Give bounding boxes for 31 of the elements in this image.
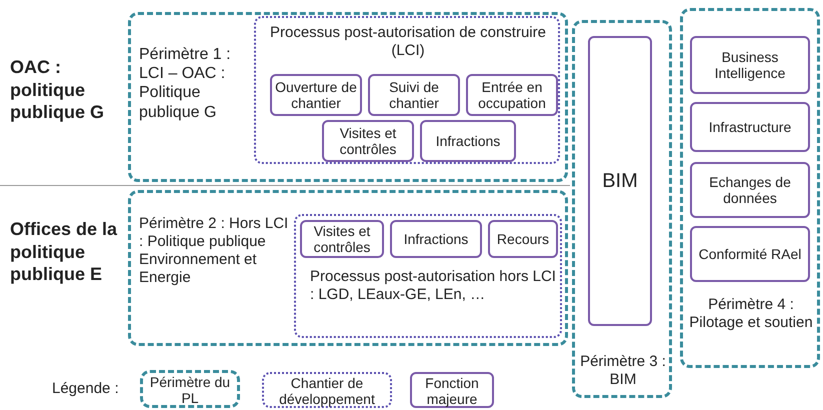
function-box: Echanges de données — [690, 162, 810, 218]
function-box: Visites et contrôles — [322, 120, 414, 162]
box-heading: Processus post-autorisation de construire (LCI) — [269, 24, 547, 60]
function-box: Recours — [488, 220, 558, 258]
section-label: Offices de la politique publique E — [10, 218, 118, 286]
section-label: OAC : politique publique G — [10, 56, 105, 124]
box-heading: Périmètre 2 : Hors LCI : Politique publique Environnement et Energie — [139, 215, 289, 287]
legend-title: Légende : — [52, 380, 120, 399]
perimeter-box — [128, 190, 568, 346]
process-box — [254, 16, 560, 164]
function-box: Infractions — [420, 120, 516, 162]
box-heading: Périmètre 1 : LCI – OAC : Politique publique G — [139, 45, 232, 122]
function-box: Suivi de chantier — [368, 74, 460, 116]
function-box: Ouverture de chantier — [270, 74, 362, 116]
function-box: BIM — [588, 36, 652, 326]
function-box: Visites et contrôles — [300, 220, 384, 258]
function-box: Business Intelligence — [690, 36, 810, 94]
legend-text: Fonction majeure — [424, 375, 480, 408]
function-box: Conformité RAel — [690, 226, 810, 282]
legend-text: Chantier de développement — [278, 375, 376, 408]
function-box: Entrée en occupation — [466, 74, 558, 116]
box-heading: Périmètre 3 : BIM — [579, 353, 667, 389]
process-box — [294, 214, 562, 338]
perimeter-box — [128, 12, 568, 182]
function-box: Infrastructure — [690, 102, 810, 152]
perimeter-box — [572, 20, 672, 398]
box-heading: Processus post-autorisation hors LCI : LGD, LEaux-GE, LEn, … — [310, 268, 557, 304]
perimeter-box — [680, 8, 820, 368]
legend-text: Périmètre du PL — [148, 374, 232, 406]
function-box: Infractions — [390, 220, 482, 258]
box-heading: Périmètre 4 : Pilotage et soutien — [688, 296, 814, 332]
